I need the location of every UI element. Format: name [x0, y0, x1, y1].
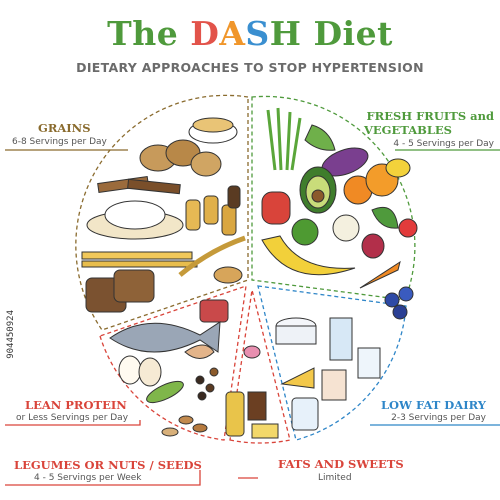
dark-fusilli: [227, 185, 241, 209]
bell-pepper: [261, 191, 291, 225]
milk-carton: [329, 317, 353, 361]
milk-jar: [291, 397, 319, 431]
arugula-leaf: [304, 124, 336, 151]
cracker-2: [127, 178, 181, 195]
title-diet: Diet: [301, 14, 393, 53]
lemon: [385, 158, 411, 178]
oil-bottle: [225, 391, 245, 437]
lean-protein-label: LEAN PROTEIN: [25, 398, 127, 412]
section-dividers: [75, 94, 416, 444]
edamame-pod: [146, 380, 184, 404]
milk-glass: [357, 347, 381, 379]
low-fat-dairy-servings: 2-3 Servings per Day: [391, 413, 486, 423]
fats-sweets-label: FATS AND SWEETS: [278, 457, 404, 471]
blueberry-2: [398, 286, 414, 302]
butter-block: [251, 423, 279, 439]
fusilli-pasta-3: [221, 204, 237, 236]
bean-4: [209, 367, 219, 377]
title-the: The: [107, 14, 191, 53]
dairy-foods: [275, 317, 381, 431]
egg-2: [138, 357, 162, 387]
fats-sweets-servings: Limited: [318, 473, 352, 483]
spaghetti-bundle: [81, 251, 193, 260]
broccoli: [291, 218, 319, 246]
page-title: The DASH Diet: [0, 14, 500, 53]
grains-servings: 6-8 Servings per Day: [12, 137, 107, 147]
yogurt-cup-body: [275, 325, 317, 345]
almond-2: [192, 423, 208, 433]
egg-1: [118, 355, 142, 385]
title-letter-s: S: [245, 14, 270, 53]
bean-2: [205, 383, 215, 393]
dairy-drink-cup: [321, 369, 347, 401]
grains-boundary: [75, 94, 249, 331]
bean-1: [195, 375, 205, 385]
chives-icon: [266, 107, 302, 171]
wheat-ear: [178, 235, 246, 277]
bread-slice-2: [113, 269, 155, 303]
fusilli-pasta-1: [185, 199, 201, 231]
steak: [199, 299, 229, 323]
fruits-veg-foods: [261, 107, 418, 320]
kale-leaf: [371, 206, 399, 229]
salmon-fish: [109, 321, 221, 353]
blueberry-1: [384, 292, 400, 308]
lean-protein-servings: or Less Servings per Day: [16, 413, 129, 423]
leader-lines: [5, 149, 500, 486]
title-letter-d: D: [190, 14, 220, 53]
stock-id-watermark: 904450924: [6, 310, 16, 359]
bean-3: [197, 391, 207, 401]
chocolate-bar: [247, 391, 267, 421]
fusilli-pasta-2: [203, 195, 219, 225]
bread-roll: [213, 266, 243, 284]
strawberry: [398, 218, 418, 238]
title-letter-a: A: [219, 14, 246, 53]
legumes-servings: 4 - 5 Servings per Week: [34, 473, 142, 483]
title-letter-h: H: [269, 14, 302, 53]
low-fat-dairy-label: LOW FAT DAIRY: [380, 398, 486, 412]
dairy-boundary: [257, 285, 407, 441]
almond-1: [178, 415, 194, 425]
peanut: [161, 427, 179, 437]
grains-label: GRAINS: [38, 121, 91, 135]
carrot: [359, 260, 401, 289]
blueberry-3: [392, 304, 408, 320]
protein-foods: [109, 299, 229, 437]
wrapped-candy: [243, 345, 261, 359]
radish: [361, 233, 385, 259]
grains-foods: [81, 117, 246, 313]
cereal-flakes: [192, 117, 234, 133]
fats-sweets-foods: [225, 345, 279, 439]
legumes-leader: [5, 470, 201, 486]
page-subtitle: DIETARY APPROACHES TO STOP HYPERTENSION: [76, 60, 424, 75]
potato-3: [190, 151, 222, 177]
fruits-veg-label-line1: FRESH FRUITS and: [366, 109, 494, 123]
fruits-veg-label-line2: VEGETABLES: [363, 123, 452, 137]
avocado-pit: [311, 189, 325, 203]
rice-pile: [104, 200, 166, 230]
legumes-label: LEGUMES OR NUTS / SEEDS: [14, 458, 202, 472]
spaghetti-bundle-2: [81, 260, 198, 268]
cauliflower: [332, 214, 360, 242]
cheese-wedge: [280, 367, 315, 389]
chicken-drumstick: [184, 344, 215, 359]
protein-leader: [5, 420, 141, 426]
fruits-veg-servings: 4 - 5 Servings per Day: [393, 139, 494, 149]
banana-bunch: [261, 235, 356, 276]
